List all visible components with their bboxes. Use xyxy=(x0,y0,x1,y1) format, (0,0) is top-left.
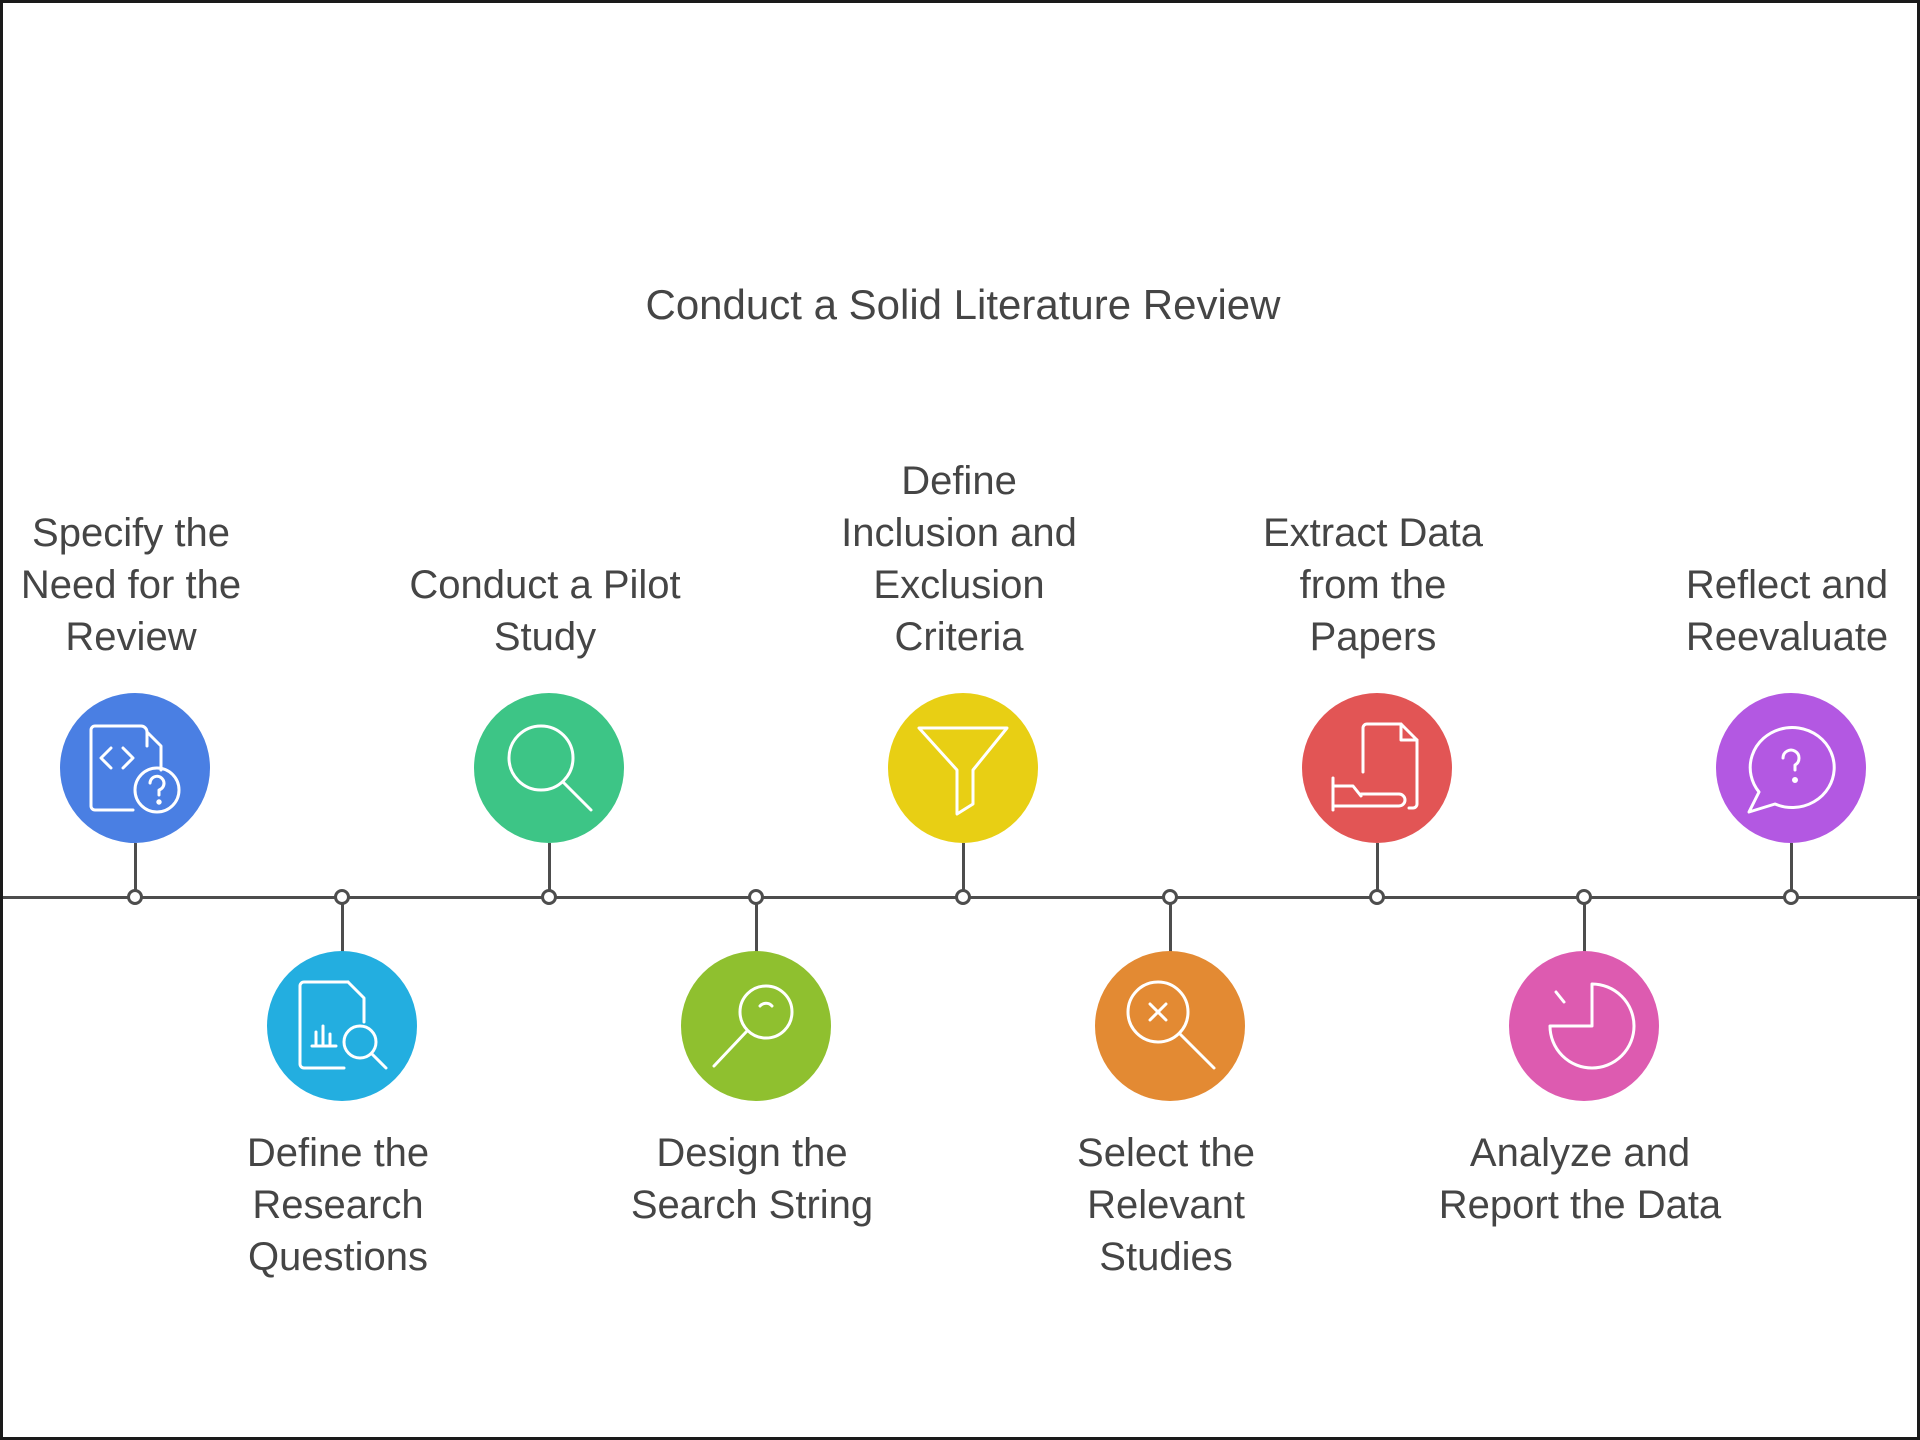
chat-question-icon xyxy=(1747,726,1836,814)
step-5-label: Define Inclusion and Exclusion Criteria xyxy=(809,453,1109,663)
step-7-label-line-2: from the xyxy=(1299,563,1447,607)
step-5-label-line-4: Criteria xyxy=(894,615,1024,659)
step-8-label: Analyze and Report the Data xyxy=(1430,1127,1730,1297)
step-1-badge xyxy=(60,693,210,843)
step-9-node xyxy=(1783,889,1799,905)
step-7-node xyxy=(1369,889,1385,905)
step-4-connector xyxy=(755,898,758,953)
step-1-label-line-1: Specify the xyxy=(32,511,230,555)
step-2-badge xyxy=(267,951,417,1101)
step-2-label-line-3: Questions xyxy=(247,1235,429,1279)
step-1-node xyxy=(127,889,143,905)
step-3-connector xyxy=(548,843,551,898)
step-2-label-line-1: Define the xyxy=(246,1131,430,1175)
step-7-badge xyxy=(1302,693,1452,843)
step-6-label-line-3: Studies xyxy=(1099,1235,1233,1279)
step-8-node xyxy=(1576,889,1592,905)
step-1-connector xyxy=(134,843,137,898)
step-5-connector xyxy=(962,843,965,898)
step-3-label-line-2: Study xyxy=(493,615,597,659)
step-4-node xyxy=(748,889,764,905)
step-4-label: Design the Search String xyxy=(602,1127,902,1297)
hand-document-icon xyxy=(1331,722,1419,812)
step-3-badge xyxy=(474,693,624,843)
step-3-node xyxy=(541,889,557,905)
magnifier-tilted-icon xyxy=(712,984,794,1068)
step-4-badge xyxy=(681,951,831,1101)
step-6-node xyxy=(1162,889,1178,905)
step-5-label-line-1: Define xyxy=(901,459,1017,503)
pie-chart-icon xyxy=(1548,982,1636,1070)
step-6-label: Select the Relevant Studies xyxy=(1016,1127,1316,1297)
magnifier-x-icon xyxy=(1126,980,1216,1070)
document-code-question-icon xyxy=(89,724,181,814)
step-7-label-line-3: Papers xyxy=(1309,615,1437,659)
step-4-label-line-1: Design the xyxy=(656,1131,848,1175)
step-9-badge xyxy=(1716,693,1866,843)
step-7-label: Extract Data from the Papers xyxy=(1223,493,1523,663)
step-2-connector xyxy=(341,898,344,953)
step-3-label: Conduct a Pilot Study xyxy=(395,493,695,663)
step-7-label-line-1: Extract Data xyxy=(1262,511,1484,555)
step-6-label-line-2: Relevant xyxy=(1087,1183,1245,1227)
step-5-label-line-2: Inclusion and xyxy=(841,511,1077,555)
document-chart-search-icon xyxy=(298,980,388,1070)
step-1-label-line-2: Need for the xyxy=(20,563,242,607)
magnifier-icon xyxy=(507,724,593,812)
step-5-badge xyxy=(888,693,1038,843)
step-6-badge xyxy=(1095,951,1245,1101)
step-6-connector xyxy=(1169,898,1172,953)
step-8-connector xyxy=(1583,898,1586,953)
funnel-icon xyxy=(917,726,1009,816)
step-1-label: Specify the Need for the Review xyxy=(0,493,281,663)
step-7-connector xyxy=(1376,843,1379,898)
step-9-label-line-2: Reevaluate xyxy=(1685,615,1889,659)
step-5-label-line-3: Exclusion xyxy=(873,563,1045,607)
diagram-title: Conduct a Solid Literature Review xyxy=(645,281,1281,328)
step-5-node xyxy=(955,889,971,905)
step-2-label-line-2: Research xyxy=(252,1183,424,1227)
step-2-label: Define the Research Questions xyxy=(188,1127,488,1297)
step-3-label-line-1: Conduct a Pilot xyxy=(409,563,681,607)
step-4-label-line-2: Search String xyxy=(630,1183,874,1227)
step-6-label-line-1: Select the xyxy=(1077,1131,1255,1175)
step-9-label: Reflect and Reevaluate xyxy=(1637,493,1920,663)
step-2-node xyxy=(334,889,350,905)
step-9-label-line-1: Reflect and xyxy=(1685,563,1889,607)
step-8-label-line-2: Report the Data xyxy=(1438,1183,1722,1227)
step-8-label-line-1: Analyze and xyxy=(1469,1131,1691,1175)
step-1-label-line-3: Review xyxy=(65,615,197,659)
step-8-badge xyxy=(1509,951,1659,1101)
step-9-connector xyxy=(1790,843,1793,898)
